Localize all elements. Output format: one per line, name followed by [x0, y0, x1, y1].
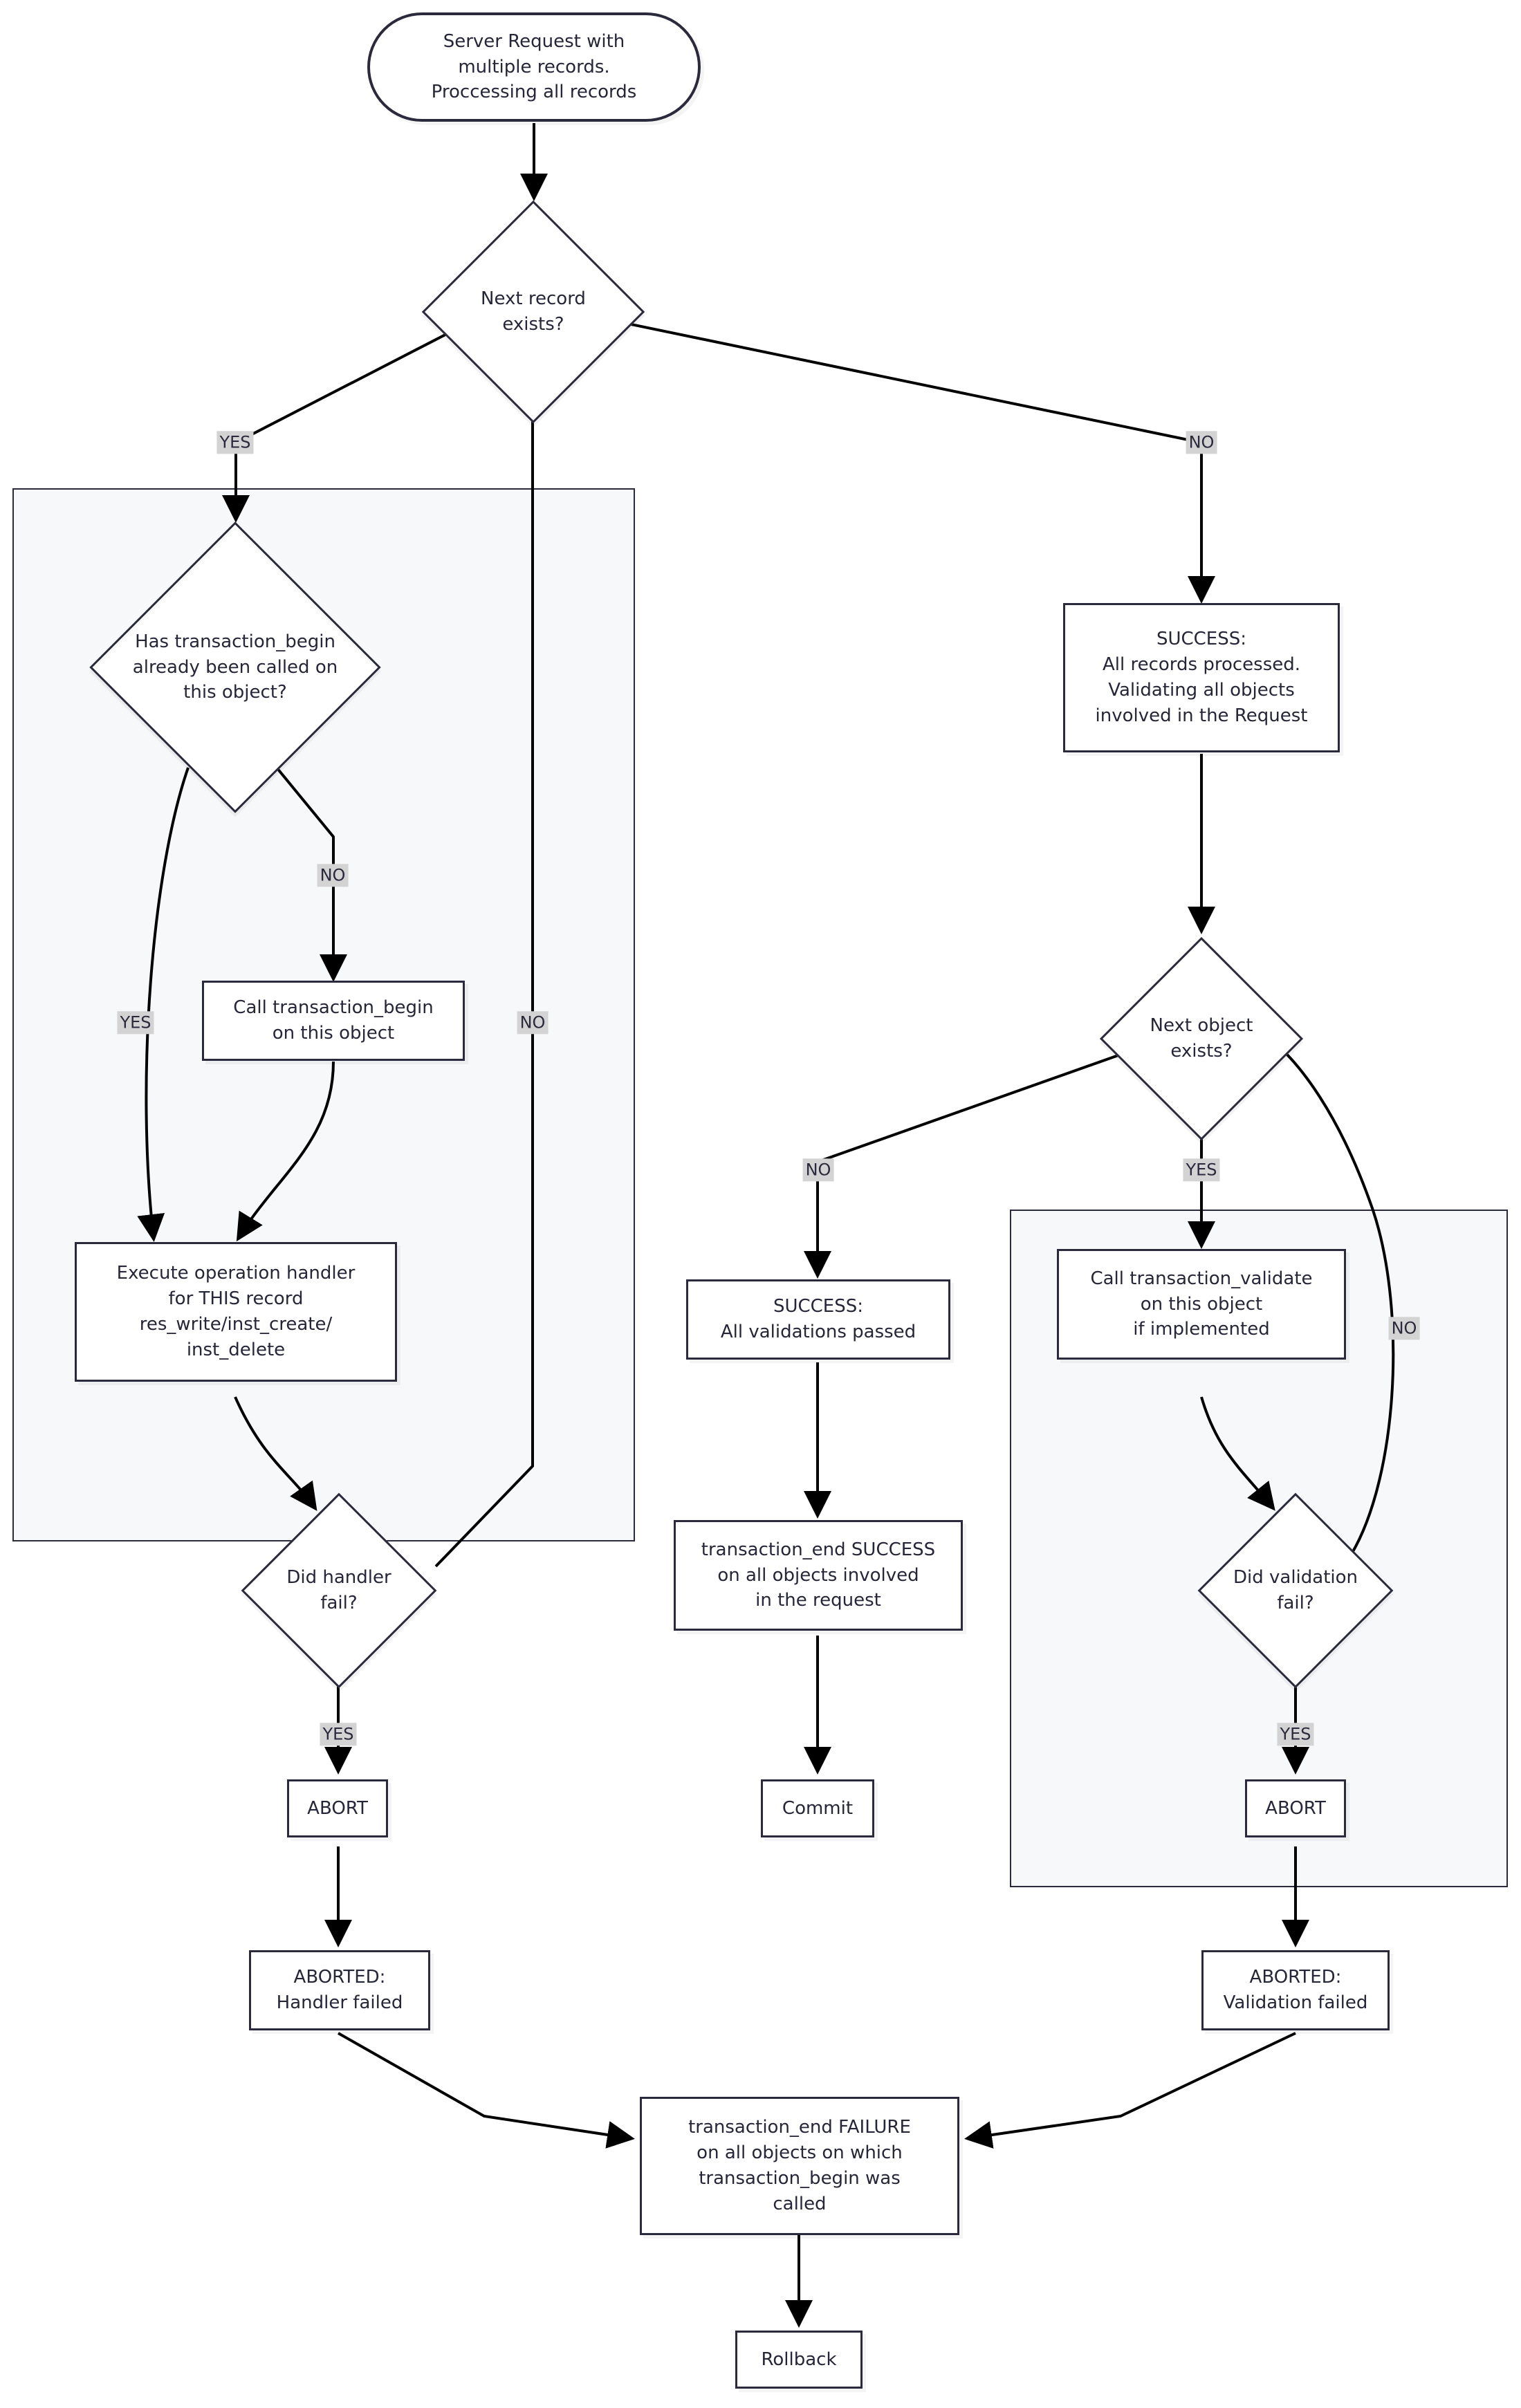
node-start: Server Request with multiple records. Pr…	[367, 12, 701, 122]
node-did-handler-fail: Did handler fail?	[235, 1487, 443, 1694]
edge-label-did-handler-fail-yes: YES	[320, 1723, 357, 1746]
node-has-transaction-begin: Has transaction_begin already been calle…	[76, 521, 394, 813]
node-has-transaction-begin-shape	[89, 521, 381, 813]
edge-label-did-validation-fail-yes: YES	[1277, 1723, 1314, 1746]
edge-label-has-transaction-begin-yes: YES	[117, 1011, 154, 1035]
edge-label-next-object-yes: YES	[1183, 1158, 1220, 1182]
node-success-all-records-label: SUCCESS: All records processed. Validati…	[1095, 629, 1308, 726]
node-aborted-validation-failed-label: ABORTED: Validation failed	[1223, 1967, 1368, 2013]
node-rollback: Rollback	[735, 2331, 863, 2389]
node-success-all-records: SUCCESS: All records processed. Validati…	[1063, 603, 1340, 752]
node-next-object-shape	[1099, 936, 1304, 1141]
node-next-record-shape	[421, 200, 645, 424]
node-transaction-end-failure-label: transaction_end FAILURE on all objects o…	[688, 2117, 911, 2214]
node-aborted-handler-failed: ABORTED: Handler failed	[249, 1950, 430, 2030]
node-call-transaction-validate: Call transaction_validate on this object…	[1057, 1249, 1346, 1360]
node-did-validation-fail: Did validation fail?	[1192, 1487, 1399, 1694]
node-success-all-validations: SUCCESS: All validations passed	[686, 1279, 950, 1360]
node-commit-label: Commit	[782, 1797, 854, 1819]
edge-label-did-handler-fail-no: NO	[517, 1011, 549, 1035]
edge-label-next-object-no: NO	[802, 1158, 834, 1182]
node-call-transaction-validate-label: Call transaction_validate on this object…	[1090, 1268, 1313, 1340]
node-transaction-end-failure: transaction_end FAILURE on all objects o…	[640, 2097, 959, 2235]
node-success-all-validations-label: SUCCESS: All validations passed	[720, 1296, 916, 1342]
node-transaction-end-success-label: transaction_end SUCCESS on all objects i…	[701, 1539, 936, 1611]
node-call-transaction-begin-label: Call transaction_begin on this object	[233, 997, 434, 1044]
edge-label-did-validation-fail-no: NO	[1388, 1317, 1420, 1340]
node-abort-right: ABORT	[1245, 1779, 1346, 1837]
node-execute-handler: Execute operation handler for THIS recor…	[75, 1242, 397, 1382]
node-execute-handler-label: Execute operation handler for THIS recor…	[116, 1263, 356, 1360]
edge-label-next-record-no: NO	[1186, 431, 1217, 454]
node-abort-right-label: ABORT	[1265, 1797, 1326, 1819]
edge-label-has-transaction-begin-no: NO	[317, 864, 349, 887]
node-did-validation-fail-shape	[1197, 1492, 1394, 1689]
node-aborted-handler-failed-label: ABORTED: Handler failed	[276, 1967, 403, 2013]
node-abort-left-label: ABORT	[307, 1797, 368, 1819]
node-did-handler-fail-shape	[241, 1492, 437, 1689]
node-next-object: Next object exists?	[1099, 936, 1304, 1141]
node-next-record: Next record exists?	[421, 200, 645, 424]
edge-label-next-record-yes: YES	[216, 431, 254, 454]
node-abort-left: ABORT	[287, 1779, 388, 1837]
node-start-label: Server Request with multiple records. Pr…	[431, 30, 637, 103]
node-call-transaction-begin: Call transaction_begin on this object	[202, 981, 465, 1061]
node-rollback-label: Rollback	[761, 2349, 837, 2370]
node-commit: Commit	[761, 1779, 874, 1837]
node-aborted-validation-failed: ABORTED: Validation failed	[1201, 1950, 1390, 2030]
node-transaction-end-success: transaction_end SUCCESS on all objects i…	[674, 1520, 963, 1631]
